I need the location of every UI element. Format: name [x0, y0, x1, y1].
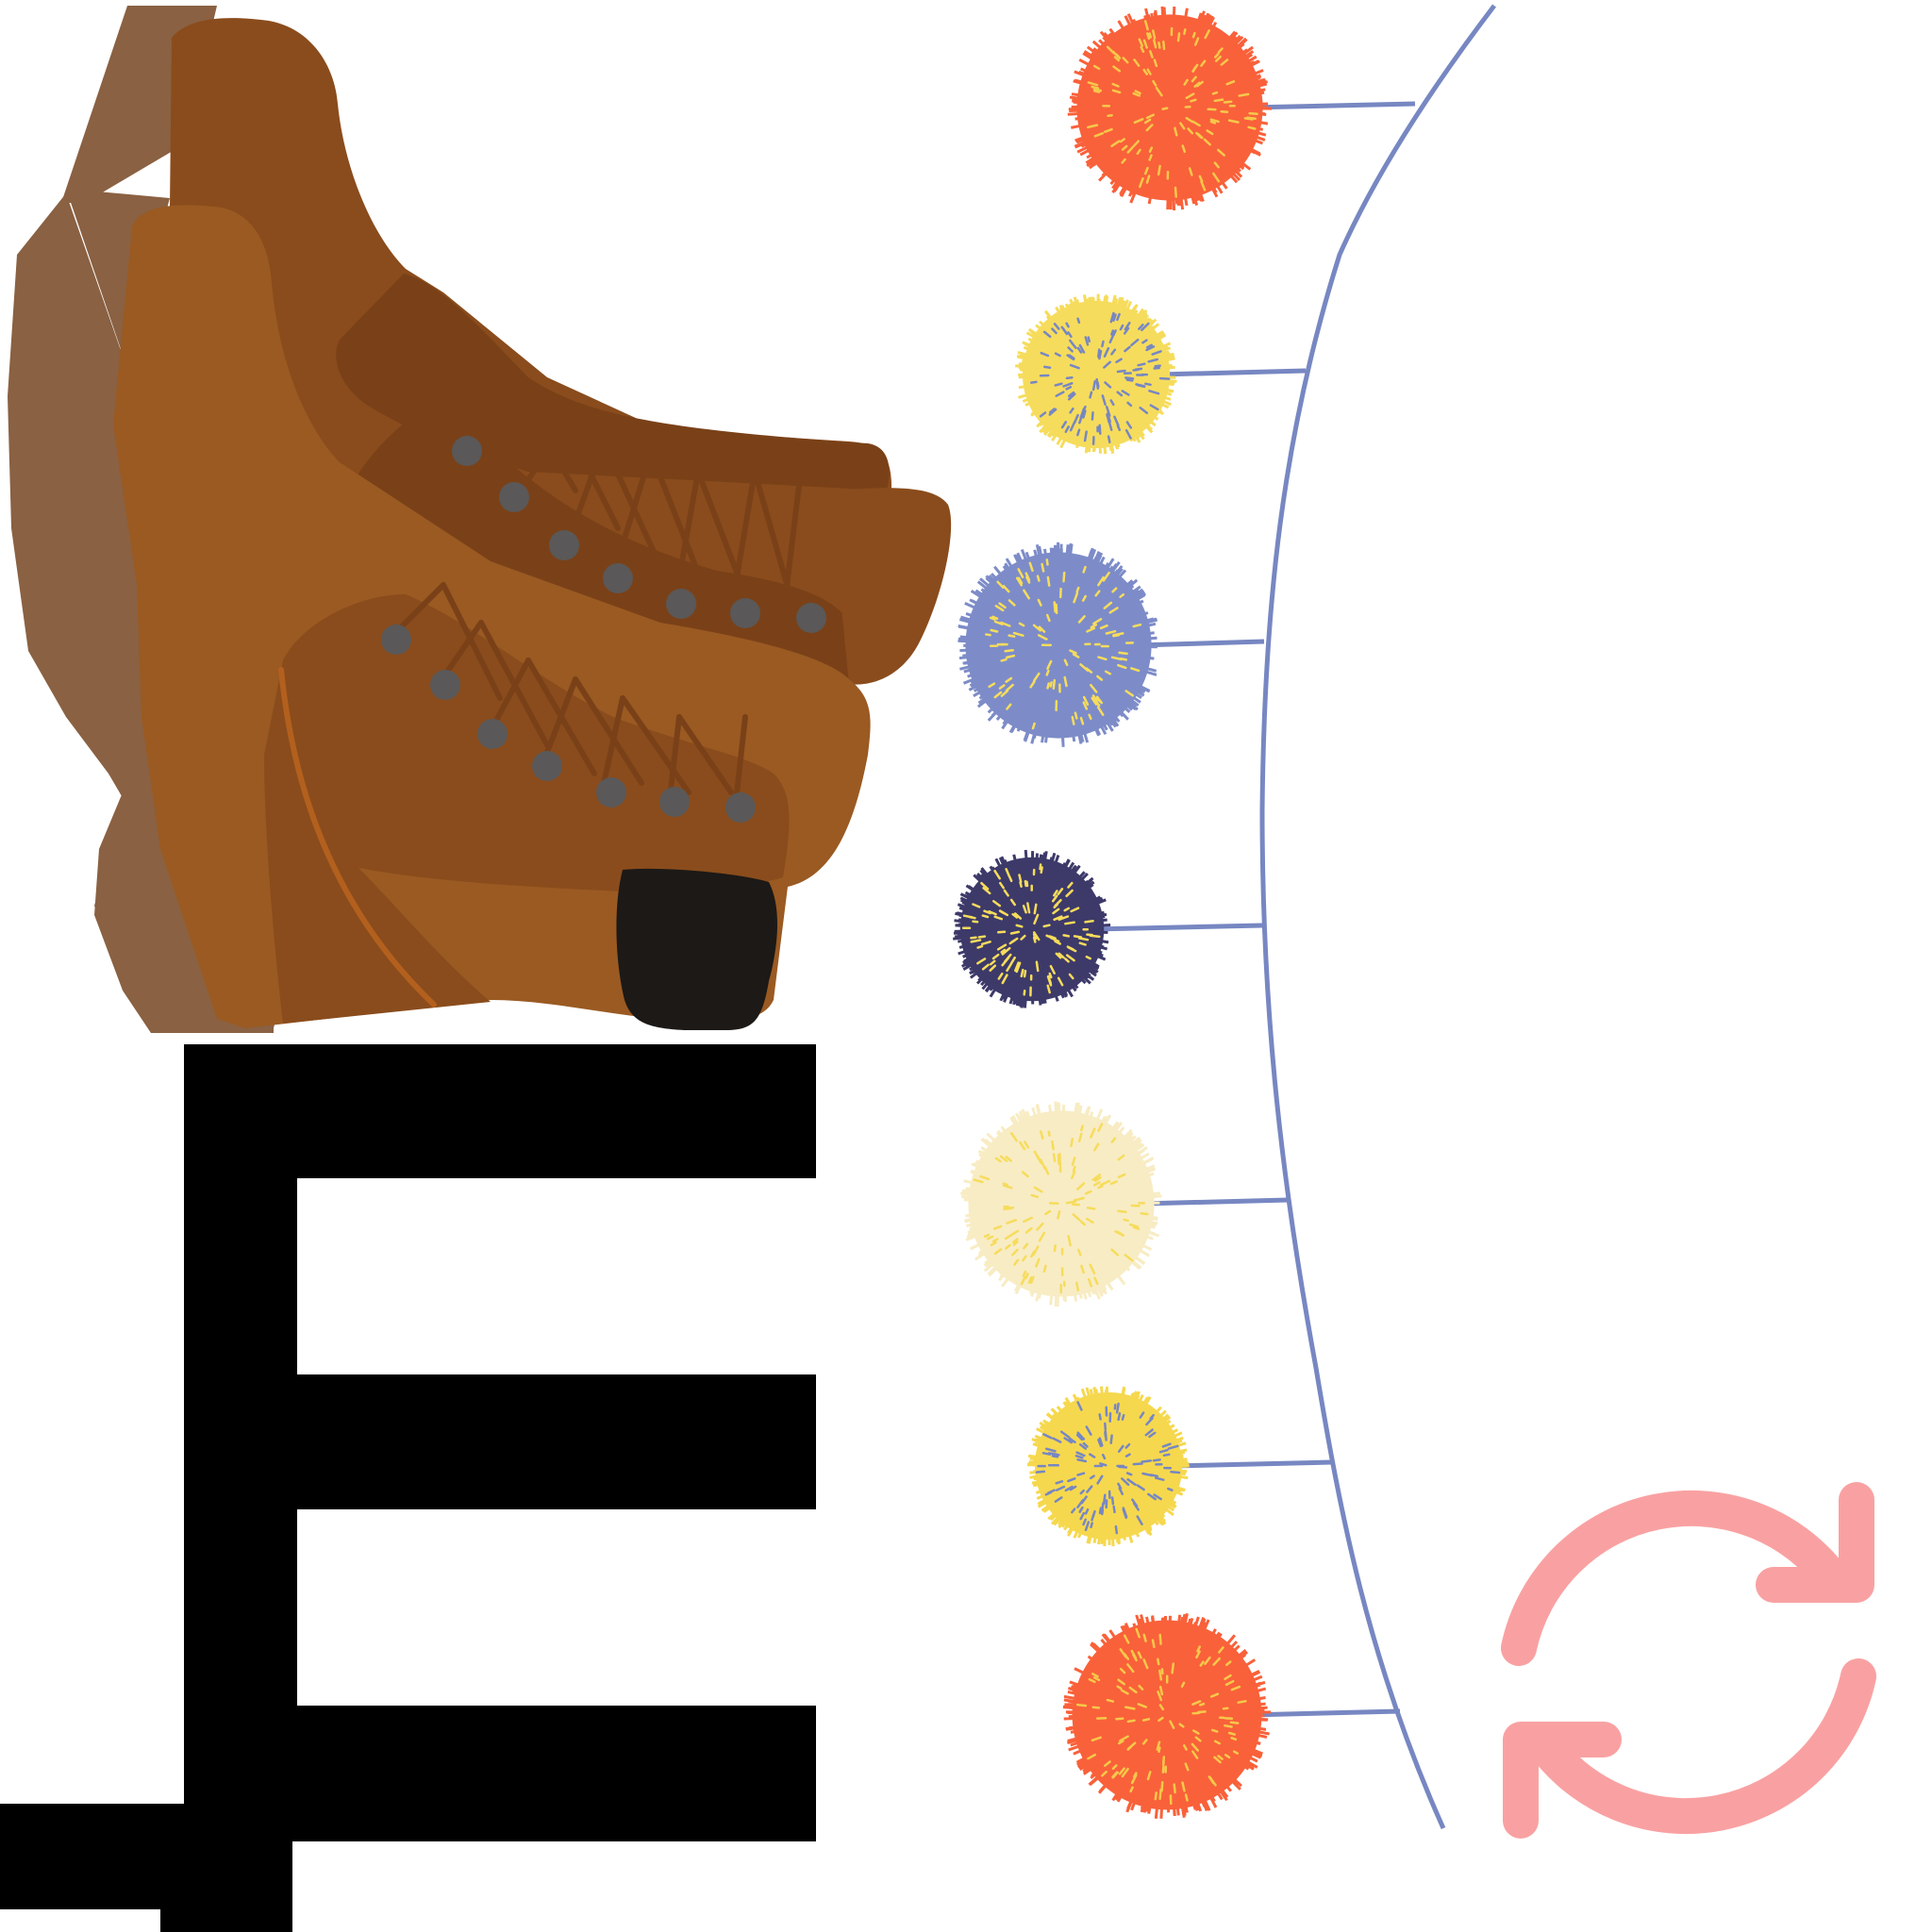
eyelet [381, 625, 411, 655]
eyelet [452, 436, 482, 466]
pompom-thread [1248, 1708, 1401, 1718]
pompom-body [1022, 300, 1171, 449]
front-boot-side-panel [264, 660, 491, 1024]
pompom-thread [1141, 1197, 1290, 1207]
pompom-group [953, 6, 1416, 1819]
pompom-flecks [985, 558, 1142, 730]
pompom [1067, 6, 1273, 211]
pompom-fringe [1015, 293, 1177, 455]
pompom-fringe [960, 1101, 1162, 1307]
pompom-fringe [1067, 6, 1273, 211]
refresh-icon[interactable] [1501, 1482, 1876, 1839]
eyelet [532, 751, 562, 781]
pompom-thread [1138, 639, 1265, 648]
pompom-body [968, 1110, 1155, 1297]
pompom-thread [1093, 923, 1263, 932]
pompom-body [965, 552, 1152, 739]
back-boot-toe [830, 488, 952, 685]
front-boot-toe-cap [616, 868, 778, 1030]
pompom-flecks [1075, 1627, 1247, 1806]
front-boot [8, 189, 871, 1033]
pompom-flecks [1035, 1401, 1181, 1535]
eyelet [666, 589, 696, 619]
pompom-thread [1159, 368, 1307, 377]
pompom-body [1034, 1391, 1183, 1541]
eyelet [430, 670, 460, 700]
garland-string [1259, 4, 1496, 1830]
glyph-tail-drop [160, 1804, 292, 1932]
eyelet [659, 787, 690, 817]
eyelet [730, 598, 760, 628]
pompom-fringe [1026, 1386, 1190, 1547]
boots-illustration [8, 6, 952, 1033]
pompom [1062, 1613, 1272, 1819]
eyelet [499, 482, 529, 512]
pompom-flecks [1087, 20, 1258, 198]
front-boot-highlight [278, 667, 437, 1008]
glyph-top-bar [184, 1044, 816, 1178]
eyelet [596, 777, 626, 808]
refresh-arrow-top [1756, 1482, 1874, 1603]
pompom-flecks [961, 863, 1101, 997]
pompom-flecks [1029, 311, 1171, 446]
pompom-garland [953, 4, 1496, 1830]
refresh-arrow-bottom [1503, 1722, 1622, 1839]
pompom-body [1072, 1620, 1262, 1810]
refresh-arc-bottom [1523, 1658, 1876, 1835]
pompom [960, 1101, 1162, 1307]
boot-laces [393, 384, 805, 805]
pompom [953, 849, 1111, 1008]
ornate-E-glyph [0, 1044, 816, 1932]
pompom [1026, 1386, 1190, 1547]
front-boot-vamp [283, 594, 790, 891]
pompom-flecks [973, 1123, 1149, 1294]
eyelet [603, 563, 633, 593]
pompom-thread [1249, 101, 1416, 110]
boot-eyelets [381, 436, 826, 823]
eyelet [549, 530, 579, 560]
pompom-fringe [958, 541, 1158, 747]
pompom [958, 541, 1158, 747]
eyelet [725, 792, 756, 823]
refresh-arc-top [1501, 1490, 1855, 1666]
pompom-thread [1172, 1459, 1333, 1469]
pompom-fringe [1062, 1613, 1272, 1819]
pompom-fringe [953, 849, 1111, 1008]
eyelet [796, 603, 826, 633]
eyelet [477, 719, 508, 749]
pompom [1015, 293, 1177, 455]
glyph-middle-bar [184, 1374, 816, 1509]
